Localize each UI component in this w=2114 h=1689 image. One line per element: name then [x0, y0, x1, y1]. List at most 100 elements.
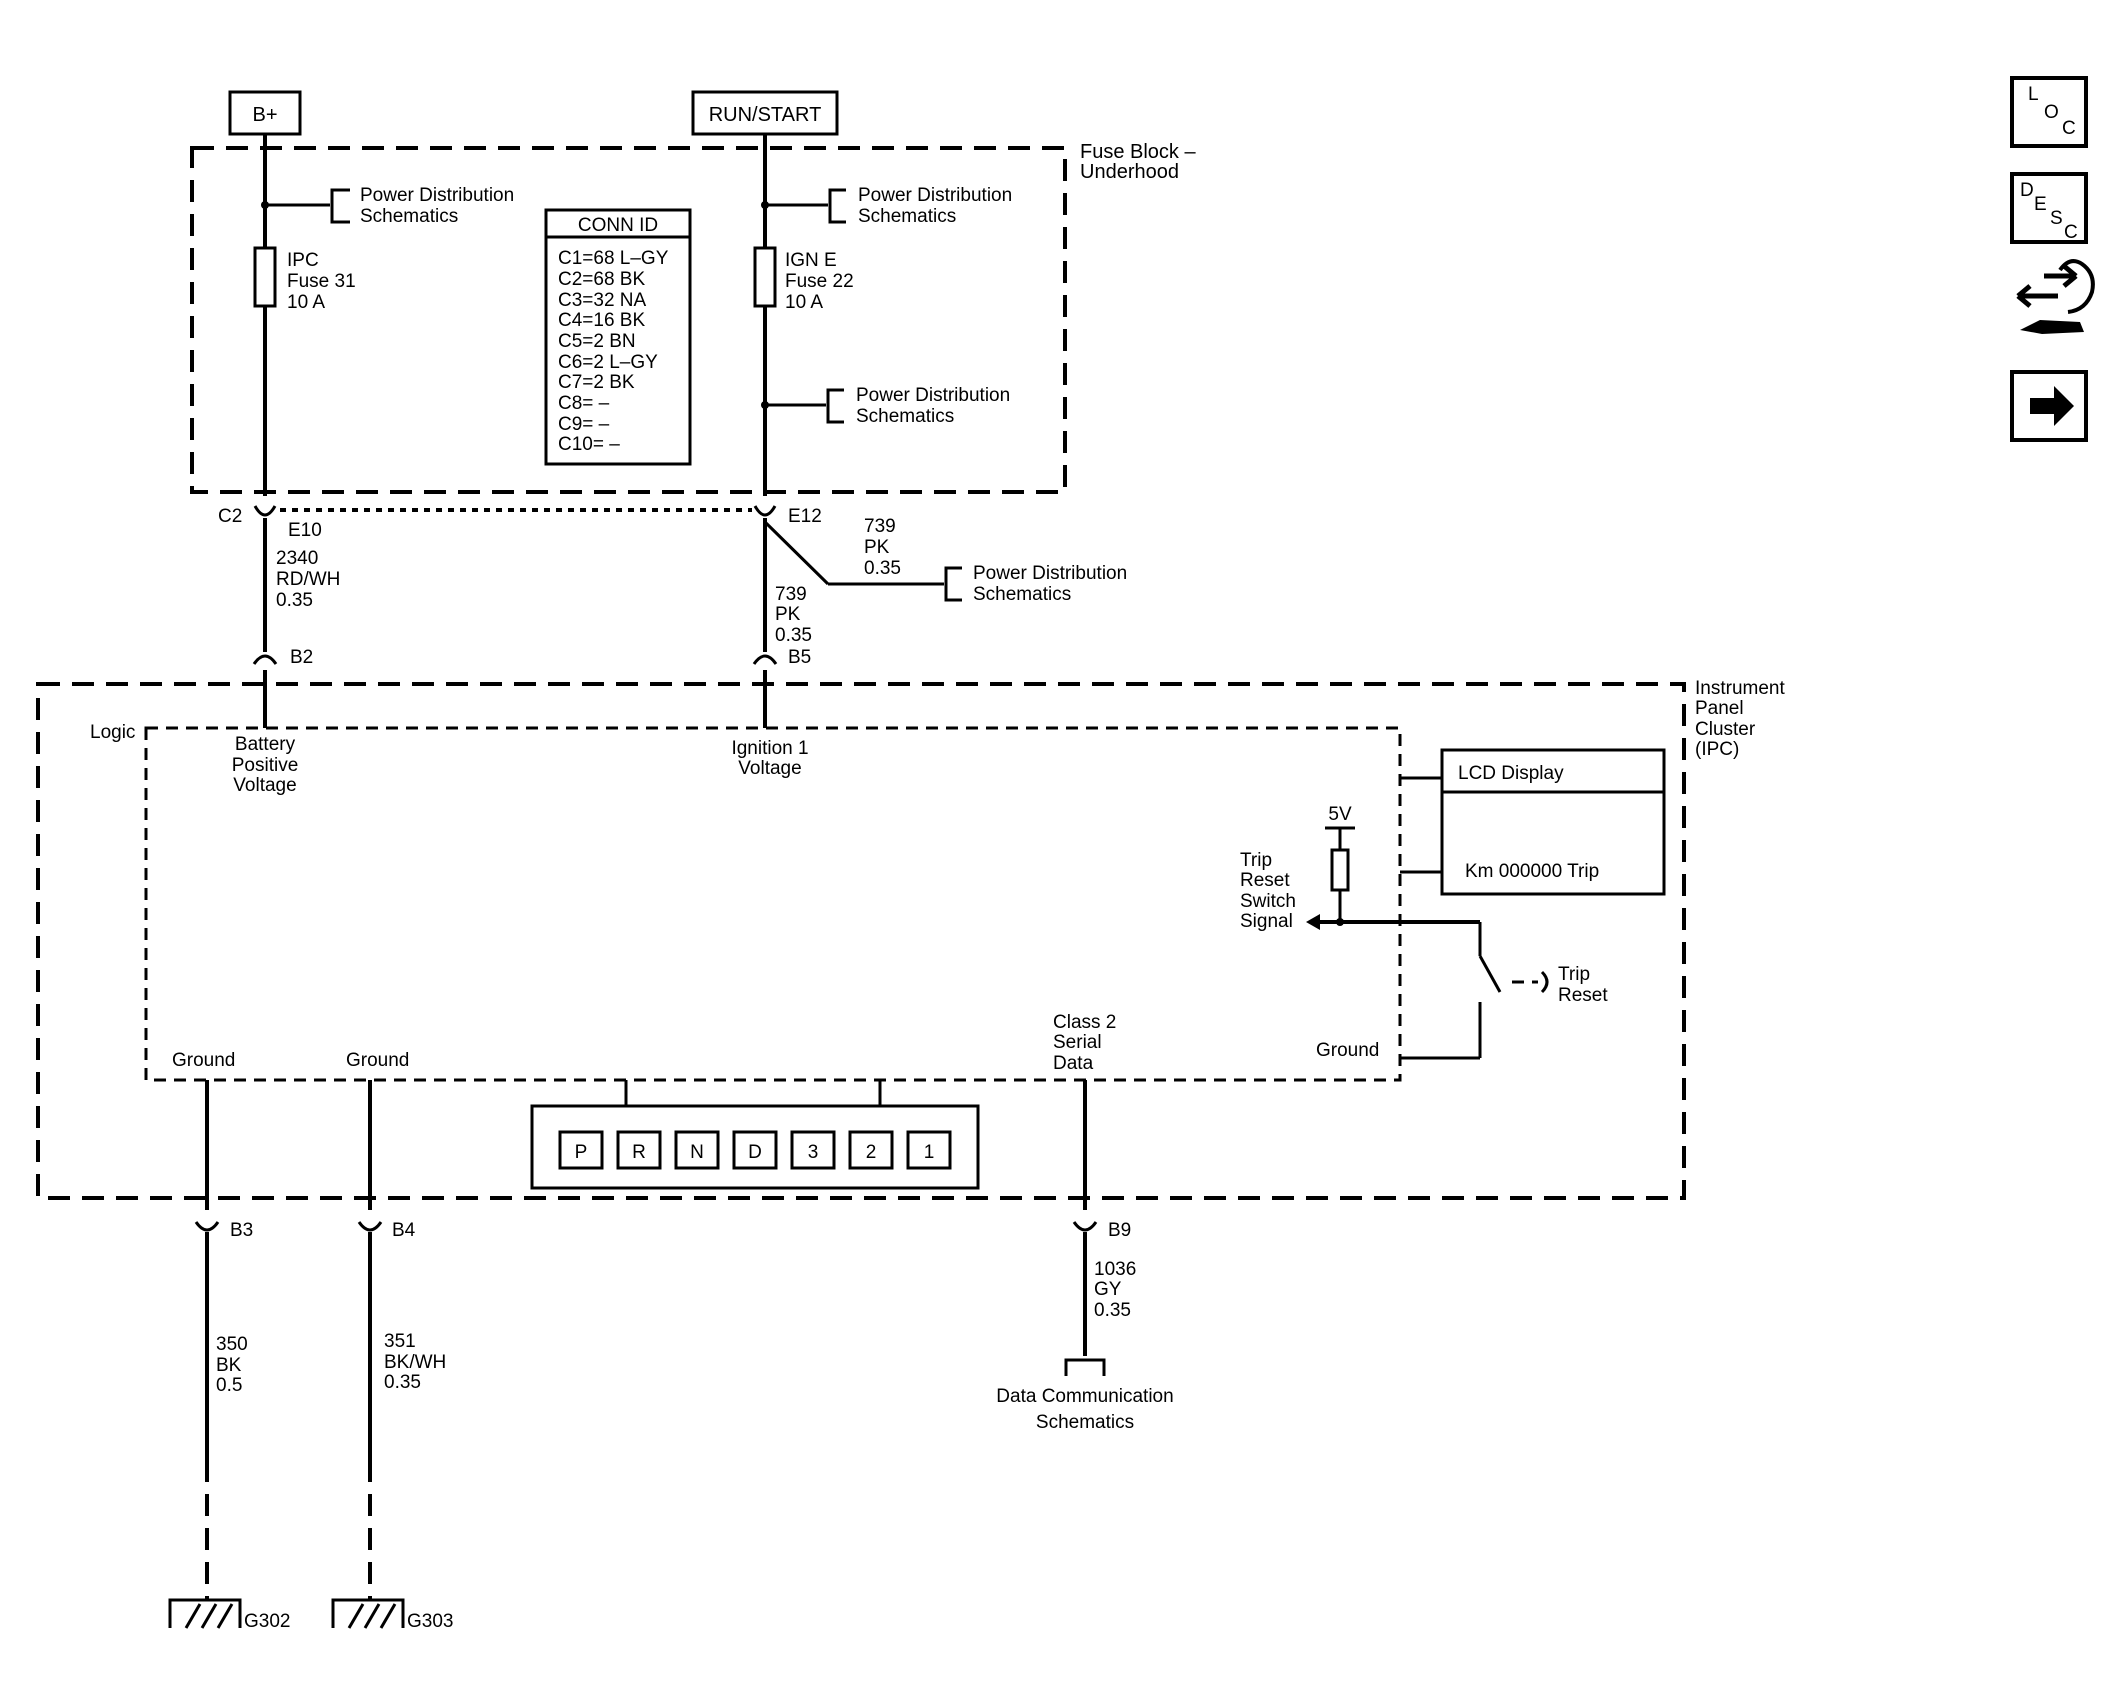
svg-text:RD/WH: RD/WH — [276, 569, 340, 590]
svg-text:O: O — [2044, 102, 2059, 123]
svg-text:IPC: IPC — [287, 250, 319, 271]
svg-text:Schematics: Schematics — [856, 406, 954, 427]
trip-reset-switch[interactable] — [1478, 955, 1502, 993]
svg-text:L: L — [2028, 84, 2039, 105]
svg-text:10 A: 10 A — [785, 292, 823, 313]
prnd-cells: P R N D 3 2 1 — [558, 1130, 952, 1170]
svg-text:Schematics: Schematics — [1036, 1412, 1134, 1433]
ground-g302-label: G302 — [244, 1611, 290, 1632]
svg-text:Ground: Ground — [346, 1050, 409, 1071]
svg-text:739: 739 — [775, 584, 807, 605]
svg-text:Switch: Switch — [1240, 891, 1296, 912]
svg-text:Data Communication: Data Communication — [996, 1386, 1173, 1407]
svg-text:Class 2: Class 2 — [1053, 1012, 1116, 1033]
svg-text:C6=2 L–GY: C6=2 L–GY — [558, 352, 658, 373]
lcd-display: LCD Display Km 000000 Trip — [1440, 748, 1666, 896]
svg-text:Schematics: Schematics — [360, 206, 458, 227]
svg-text:0.35: 0.35 — [276, 590, 313, 611]
svg-text:B5: B5 — [788, 647, 811, 668]
pullup-resistor — [1330, 848, 1350, 892]
svg-text:C7=2 BK: C7=2 BK — [558, 372, 635, 393]
svg-text:Voltage: Voltage — [738, 758, 801, 779]
svg-text:BK: BK — [216, 1355, 242, 1376]
prnd-1: 1 — [924, 1142, 935, 1163]
svg-text:350: 350 — [216, 1334, 248, 1355]
svg-text:C1=68 L–GY: C1=68 L–GY — [558, 248, 669, 269]
svg-text:C4=16 BK: C4=16 BK — [558, 310, 645, 331]
connector-b9 — [1072, 1221, 1098, 1232]
bplus-source: B+ — [228, 90, 302, 136]
logic-label: Logic — [90, 722, 135, 743]
svg-text:IGN E: IGN E — [785, 250, 837, 271]
connector-b4 — [357, 1221, 383, 1232]
svg-text:5V: 5V — [1328, 804, 1352, 825]
svg-text:Power Distribution: Power Distribution — [360, 185, 514, 206]
fuse-block-outline — [190, 146, 1067, 494]
svg-text:B9: B9 — [1108, 1220, 1131, 1241]
svg-text:Battery: Battery — [235, 734, 296, 755]
svg-text:B+: B+ — [252, 104, 277, 126]
connector-b2 — [252, 654, 278, 665]
svg-text:Power Distribution: Power Distribution — [973, 563, 1127, 584]
svg-text:Schematics: Schematics — [973, 584, 1071, 605]
svg-text:Power Distribution: Power Distribution — [856, 385, 1010, 406]
svg-text:Positive: Positive — [232, 755, 299, 776]
svg-text:E10: E10 — [288, 520, 322, 541]
fuse-block-title: Fuse Block – — [1080, 141, 1196, 163]
svg-text:C10= –: C10= – — [558, 434, 620, 455]
svg-text:Ground: Ground — [172, 1050, 235, 1071]
ipc-outline — [36, 682, 1686, 1200]
prnd-r: R — [632, 1142, 646, 1163]
svg-text:10 A: 10 A — [287, 292, 325, 313]
next-arrow-icon[interactable] — [2010, 370, 2088, 442]
prnd-2: 2 — [866, 1142, 877, 1163]
ground-g303-label: G303 — [407, 1611, 453, 1632]
svg-text:GY: GY — [1094, 1279, 1122, 1300]
svg-text:Panel: Panel — [1695, 698, 1744, 719]
connector-hand-icon[interactable] — [2016, 259, 2095, 334]
svg-text:B2: B2 — [290, 647, 313, 668]
svg-text:CONN ID: CONN ID — [578, 215, 658, 236]
svg-text:Voltage: Voltage — [233, 775, 296, 796]
run-start-source: RUN/START — [691, 90, 839, 136]
svg-text:Data: Data — [1053, 1053, 1094, 1074]
svg-text:351: 351 — [384, 1331, 416, 1352]
svg-text:0.35: 0.35 — [864, 558, 901, 579]
prnd-3: 3 — [808, 1142, 819, 1163]
svg-text:Fuse 31: Fuse 31 — [287, 271, 356, 292]
fuse-ign-e-22 — [753, 246, 777, 308]
pds-bracket-1[interactable] — [330, 188, 350, 224]
svg-text:Serial: Serial — [1053, 1032, 1102, 1053]
svg-text:Schematics: Schematics — [858, 206, 956, 227]
ipc-title: Instrument — [1695, 678, 1785, 699]
conn-id-table: CONN ID C1=68 L–GY C2=68 BK C3=32 NA C4=… — [544, 208, 692, 466]
svg-text:Trip: Trip — [1558, 964, 1590, 985]
svg-text:(IPC): (IPC) — [1695, 739, 1739, 760]
pds-bracket-2[interactable] — [828, 188, 846, 224]
svg-text:C9= –: C9= – — [558, 414, 610, 435]
svg-text:Ground: Ground — [1316, 1040, 1379, 1061]
trip-signal-arrow — [1306, 914, 1320, 930]
svg-text:Reset: Reset — [1558, 985, 1608, 1006]
svg-text:Reset: Reset — [1240, 870, 1290, 891]
desc-icon[interactable]: D E S C — [2010, 172, 2088, 244]
pds-bracket-splice[interactable] — [944, 566, 962, 602]
prnd-n: N — [690, 1142, 704, 1163]
svg-text:0.5: 0.5 — [216, 1375, 242, 1396]
loc-icon[interactable]: L O C — [2010, 76, 2088, 148]
data-comm-bracket[interactable] — [1064, 1358, 1106, 1376]
svg-text:C: C — [2062, 118, 2076, 139]
svg-text:Power Distribution: Power Distribution — [858, 185, 1012, 206]
svg-text:Ignition 1: Ignition 1 — [731, 738, 808, 759]
svg-text:0.35: 0.35 — [1094, 1300, 1131, 1321]
svg-text:LCD Display: LCD Display — [1458, 763, 1564, 784]
connector-b3 — [194, 1221, 220, 1232]
svg-text:Signal: Signal — [1240, 911, 1293, 932]
svg-text:1036: 1036 — [1094, 1259, 1136, 1280]
svg-text:C2=68 BK: C2=68 BK — [558, 269, 645, 290]
svg-text:Fuse 22: Fuse 22 — [785, 271, 854, 292]
prnd-p: P — [575, 1142, 588, 1163]
pds-bracket-3[interactable] — [826, 388, 844, 424]
connector-b5 — [752, 654, 778, 665]
